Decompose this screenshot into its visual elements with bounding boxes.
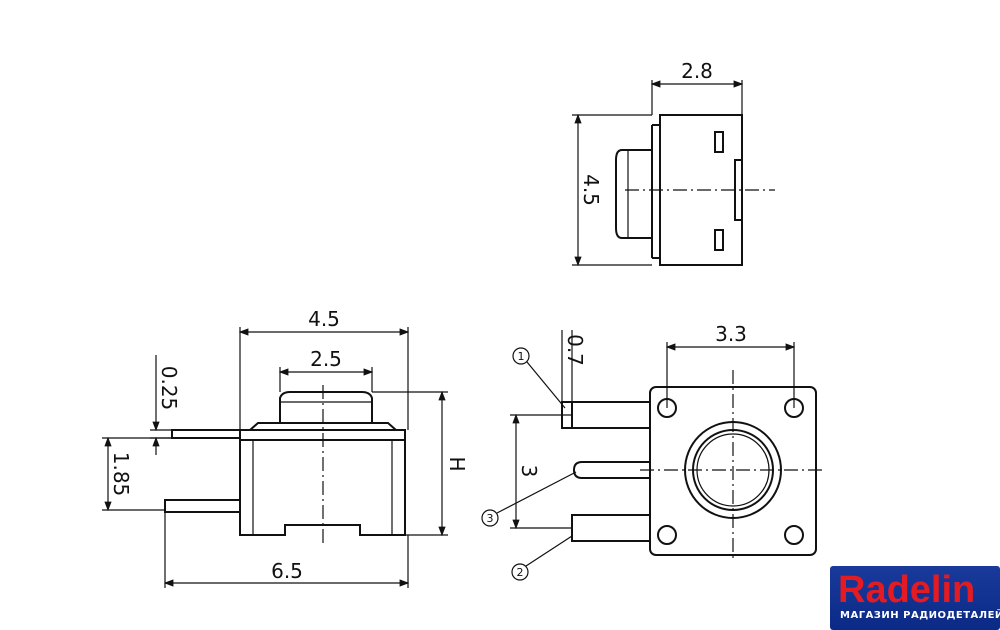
dim-top-width: 2.8 [681,59,713,83]
callout-label: 2 [517,566,524,579]
logo-name: Radelin [838,569,976,611]
dim-side-terminal-thickness: 0.25 [157,366,181,411]
dim-top-height: 4.5 [579,174,603,206]
side-view: 4.5 2.5 0.25 1.85 H 6.5 [102,307,469,588]
callout-circle [512,347,530,365]
dim-front-pin-pitch: 3 [517,465,541,478]
callout-label: 3 [487,512,494,525]
front-view-body [649,386,817,556]
dim-side-actuator-width: 2.5 [310,347,342,371]
logo-tagline: МАГАЗИН РАДИОДЕТАЛЕЙ [840,610,1000,621]
top-view-actuator [615,149,652,239]
dim-front-pin-width: 0.7 [563,334,587,366]
callout-label: 1 [518,350,525,363]
callout-circle [481,509,499,527]
dim-side-overall-width: 4.5 [308,307,340,331]
top-view: 2.8 4.5 [572,59,775,267]
dim-front-hole-spacing: 3.3 [715,322,747,346]
side-view-body [239,439,406,536]
front-view: 0.7 3.3 3 1 3 2 [481,322,825,581]
side-view-actuator [279,391,373,423]
dim-side-terminal-height: 1.85 [109,452,133,497]
callout-circle [511,563,529,581]
dim-side-total-span: 6.5 [271,559,303,583]
radelin-logo: Radelin МАГАЗИН РАДИОДЕТАЛЕЙ [830,566,1000,630]
dim-side-height: H [445,456,469,471]
logo-background [830,566,1000,630]
